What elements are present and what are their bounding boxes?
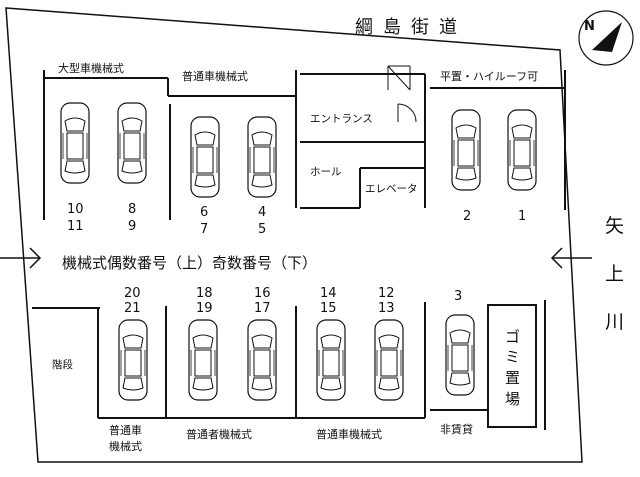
spot-number: 11 (67, 219, 84, 234)
left-entry-arrow-icon (0, 247, 42, 269)
top-row-walls (43, 70, 566, 220)
parking-space-car (507, 109, 537, 191)
spot-number: 8 (128, 202, 136, 217)
room-stairs: 階段 (52, 358, 73, 371)
site-boundary (5, 7, 583, 463)
parking-space-car (188, 319, 218, 401)
parking-space-car (374, 319, 404, 401)
spot-number: 17 (254, 301, 271, 316)
spot-number: 6 (200, 205, 208, 220)
spot-number: 9 (128, 219, 136, 234)
garbage-label-2: ミ (505, 348, 520, 366)
spot-number: 3 (454, 289, 462, 304)
parking-space-car (451, 109, 481, 191)
spot-number: 14 (320, 286, 337, 301)
parking-space-car (316, 319, 346, 401)
road-label-top: 綱島街道 (355, 17, 467, 38)
room-entrance: エントランス (310, 113, 373, 125)
svg-text:N: N (584, 19, 595, 34)
section-label-flat-highroof: 平置・ハイルーフ可 (440, 70, 538, 83)
parking-space-car (190, 116, 220, 198)
section-label-regular-mech-bl-2: 機械式 (109, 439, 142, 453)
parking-space-car (247, 319, 277, 401)
section-label-regular-mech-bl-1: 普通車 (109, 423, 142, 437)
spot-number: 21 (124, 301, 141, 316)
parking-space-car (60, 102, 90, 184)
section-label-regular-mech-top: 普通車機械式 (182, 69, 248, 83)
section-label-large-mech: 大型車機械式 (58, 61, 124, 75)
right-entry-arrow-icon (550, 247, 592, 269)
river-label-2: 上 (605, 263, 624, 285)
spot-number: 10 (67, 202, 84, 217)
spot-number: 4 (258, 205, 266, 220)
room-elevator: エレベータ (365, 183, 418, 195)
section-label-regular-mech-br: 普通車機械式 (316, 427, 382, 441)
garbage-area (487, 304, 537, 428)
river-label-3: 川 (605, 311, 624, 333)
parking-space-car (117, 102, 147, 184)
spot-number: 18 (196, 286, 213, 301)
spot-number: 16 (254, 286, 271, 301)
section-label-regular-mech-bm: 普通者機械式 (186, 427, 252, 441)
garbage-label-4: 場 (505, 390, 520, 408)
spot-number: 2 (463, 209, 471, 224)
spot-number: 1 (518, 209, 526, 224)
river-label-1: 矢 (605, 215, 624, 237)
garbage-label-3: 置 (505, 369, 520, 387)
parking-space-car (247, 116, 277, 198)
spot-number: 5 (258, 222, 266, 237)
mechanical-numbering-note: 機械式偶数番号（上）奇数番号（下） (62, 254, 317, 272)
bottom-row-walls (32, 300, 546, 430)
north-compass-icon: N (578, 10, 634, 66)
spot-number: 13 (378, 301, 395, 316)
garbage-label-1: ゴ (505, 328, 520, 346)
parking-space-car (445, 314, 475, 396)
parking-space-car (118, 319, 148, 401)
spot-number: 12 (378, 286, 395, 301)
spot-number: 7 (200, 222, 208, 237)
section-label-not-for-rent: 非賃貸 (440, 422, 473, 436)
spot-number: 20 (124, 286, 141, 301)
room-hall: ホール (310, 166, 342, 178)
door-swing-icon (387, 65, 417, 123)
spot-number: 19 (196, 301, 213, 316)
spot-number: 15 (320, 301, 337, 316)
